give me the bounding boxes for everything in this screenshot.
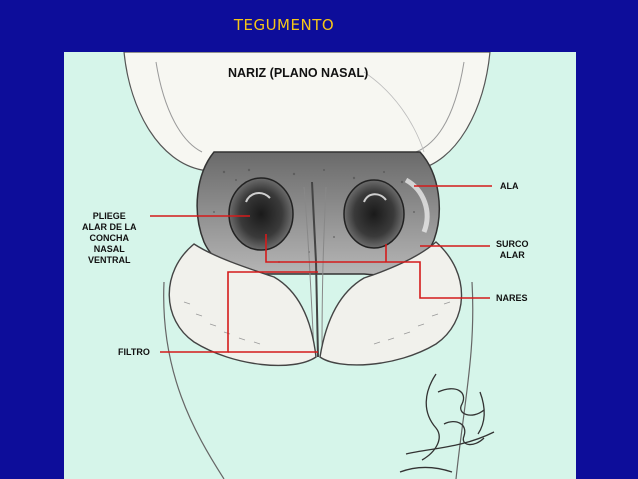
leader-filtro bbox=[160, 271, 318, 353]
left-nostril bbox=[228, 177, 294, 251]
upper-lip-right bbox=[319, 241, 463, 366]
muzzle-shading-right bbox=[415, 61, 465, 153]
label-pliege-line: PLIEGE bbox=[92, 211, 126, 221]
label-pliege-line: ALAR DE LA bbox=[82, 222, 137, 232]
signature bbox=[399, 373, 495, 473]
illustration-panel: NARIZ (PLANO NASAL) ALA PLIEGE ALAR DE L… bbox=[64, 52, 576, 479]
lip-texture bbox=[183, 301, 451, 345]
chin-outline bbox=[163, 281, 225, 479]
label-surco-line: ALAR bbox=[499, 250, 525, 260]
label-surco-line: SURCO bbox=[496, 239, 529, 249]
muzzle-shading-left bbox=[155, 61, 203, 153]
nose-drawing bbox=[123, 52, 495, 479]
label-pliege: PLIEGE ALAR DE LA CONCHA NASAL VENTRAL bbox=[82, 211, 137, 266]
leader-lines bbox=[150, 185, 492, 353]
label-filtro: FILTRO bbox=[118, 347, 150, 357]
figure-heading: NARIZ (PLANO NASAL) bbox=[228, 66, 369, 80]
label-pliege-line: NASAL bbox=[93, 244, 125, 254]
slide-title: TEGUMENTO bbox=[233, 16, 335, 34]
upper-lip-left bbox=[168, 243, 317, 367]
leader-nares-left bbox=[265, 234, 490, 299]
label-nares: NARES bbox=[496, 293, 528, 303]
label-surco: SURCO ALAR bbox=[496, 239, 529, 261]
right-nostril bbox=[343, 179, 405, 249]
ala-highlight bbox=[404, 177, 430, 233]
label-pliege-line: VENTRAL bbox=[88, 255, 131, 265]
label-pliege-line: CONCHA bbox=[89, 233, 130, 243]
label-ala: ALA bbox=[500, 181, 519, 191]
